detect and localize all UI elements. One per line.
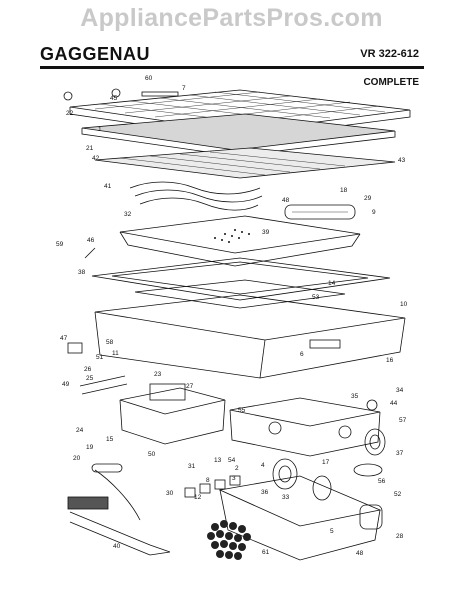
callout-39: 39 (262, 229, 270, 236)
callout-54: 54 (228, 457, 236, 464)
callout-24: 24 (76, 427, 84, 434)
wire-brush (67, 496, 109, 510)
callout-30: 30 (166, 490, 174, 497)
gasket (91, 257, 391, 301)
brand-logo: GAGGENAU (40, 44, 151, 64)
callout-26: 26 (84, 366, 92, 373)
callout-50: 50 (148, 451, 156, 458)
callout-43: 43 (398, 157, 406, 164)
housing (94, 294, 406, 379)
callout-25: 25 (86, 375, 94, 382)
scraper-tool (69, 469, 171, 556)
header-rule (40, 66, 424, 69)
callout-51: 51 (96, 354, 104, 361)
assembly-variant: COMPLETE (363, 77, 419, 88)
callout-9: 9 (372, 209, 376, 216)
callout-36: 36 (261, 489, 269, 496)
callout-5: 5 (330, 528, 334, 535)
callout-21: 21 (86, 145, 94, 152)
small-parts (63, 88, 378, 473)
callout-55: 55 (238, 407, 246, 414)
model-number: VR 322-612 (360, 48, 419, 60)
callout-1: 1 (98, 126, 102, 133)
callout-47: 47 (60, 335, 68, 342)
callout-37: 37 (396, 450, 404, 457)
callout-35: 35 (351, 393, 359, 400)
callout-53: 53 (312, 294, 320, 301)
callout-48: 48 (282, 197, 290, 204)
callout-61: 61 (262, 549, 270, 556)
callout-3: 3 (232, 475, 236, 482)
callout-11: 11 (112, 350, 119, 357)
callout-17: 17 (322, 459, 330, 466)
callout-4: 4 (261, 462, 265, 469)
callout-8: 8 (206, 477, 210, 484)
callout-40: 40 (113, 543, 121, 550)
callout-52: 52 (394, 491, 402, 498)
callout-34: 34 (396, 387, 404, 394)
callout-14: 14 (328, 280, 336, 287)
callout-6: 6 (300, 351, 304, 358)
callout-29: 29 (364, 195, 372, 202)
grill-grate (69, 89, 411, 140)
callout-60: 60 (145, 75, 153, 82)
control-box (119, 383, 226, 445)
callout-33: 33 (282, 494, 290, 501)
callout-44: 44 (390, 400, 398, 407)
callout-28: 28 (396, 533, 404, 540)
control-knobs (272, 428, 386, 501)
knob-28 (359, 504, 383, 530)
callout-45: 45 (110, 95, 118, 102)
callout-31: 31 (188, 463, 196, 470)
callout-27: 27 (186, 383, 194, 390)
callout-38: 38 (78, 269, 86, 276)
callout-13: 13 (214, 457, 222, 464)
callout-12: 12 (194, 494, 202, 501)
callout-10: 10 (400, 301, 408, 308)
callout-20: 20 (73, 455, 81, 462)
terminal-blocks (184, 475, 241, 498)
callout-19: 19 (86, 444, 94, 451)
callout-41: 41 (104, 183, 112, 190)
callout-59: 59 (56, 241, 64, 248)
heating-coil (129, 181, 263, 211)
callout-49: 49 (62, 381, 70, 388)
element-frame (94, 147, 396, 179)
callout-58: 58 (106, 339, 114, 346)
lower-chassis (229, 397, 381, 457)
drip-pan (119, 215, 361, 267)
base-tray (218, 475, 382, 561)
callout-22: 22 (66, 110, 74, 117)
heater-tube (284, 204, 356, 220)
callout-16: 16 (386, 357, 394, 364)
lava-stones (207, 520, 251, 560)
callout-48: 48 (356, 550, 364, 557)
watermark-text: AppliancePartsPros.com (80, 4, 383, 32)
callout-15: 15 (106, 436, 114, 443)
callout-56: 56 (378, 478, 386, 485)
callout-23: 23 (154, 371, 162, 378)
top-cover (134, 279, 346, 309)
callout-2: 2 (235, 465, 239, 472)
callout-42: 42 (92, 155, 100, 162)
callout-18: 18 (340, 187, 348, 194)
callout-32: 32 (124, 211, 132, 218)
callout-46: 46 (87, 237, 95, 244)
callout-7: 7 (182, 85, 186, 92)
callout-57: 57 (399, 417, 407, 424)
